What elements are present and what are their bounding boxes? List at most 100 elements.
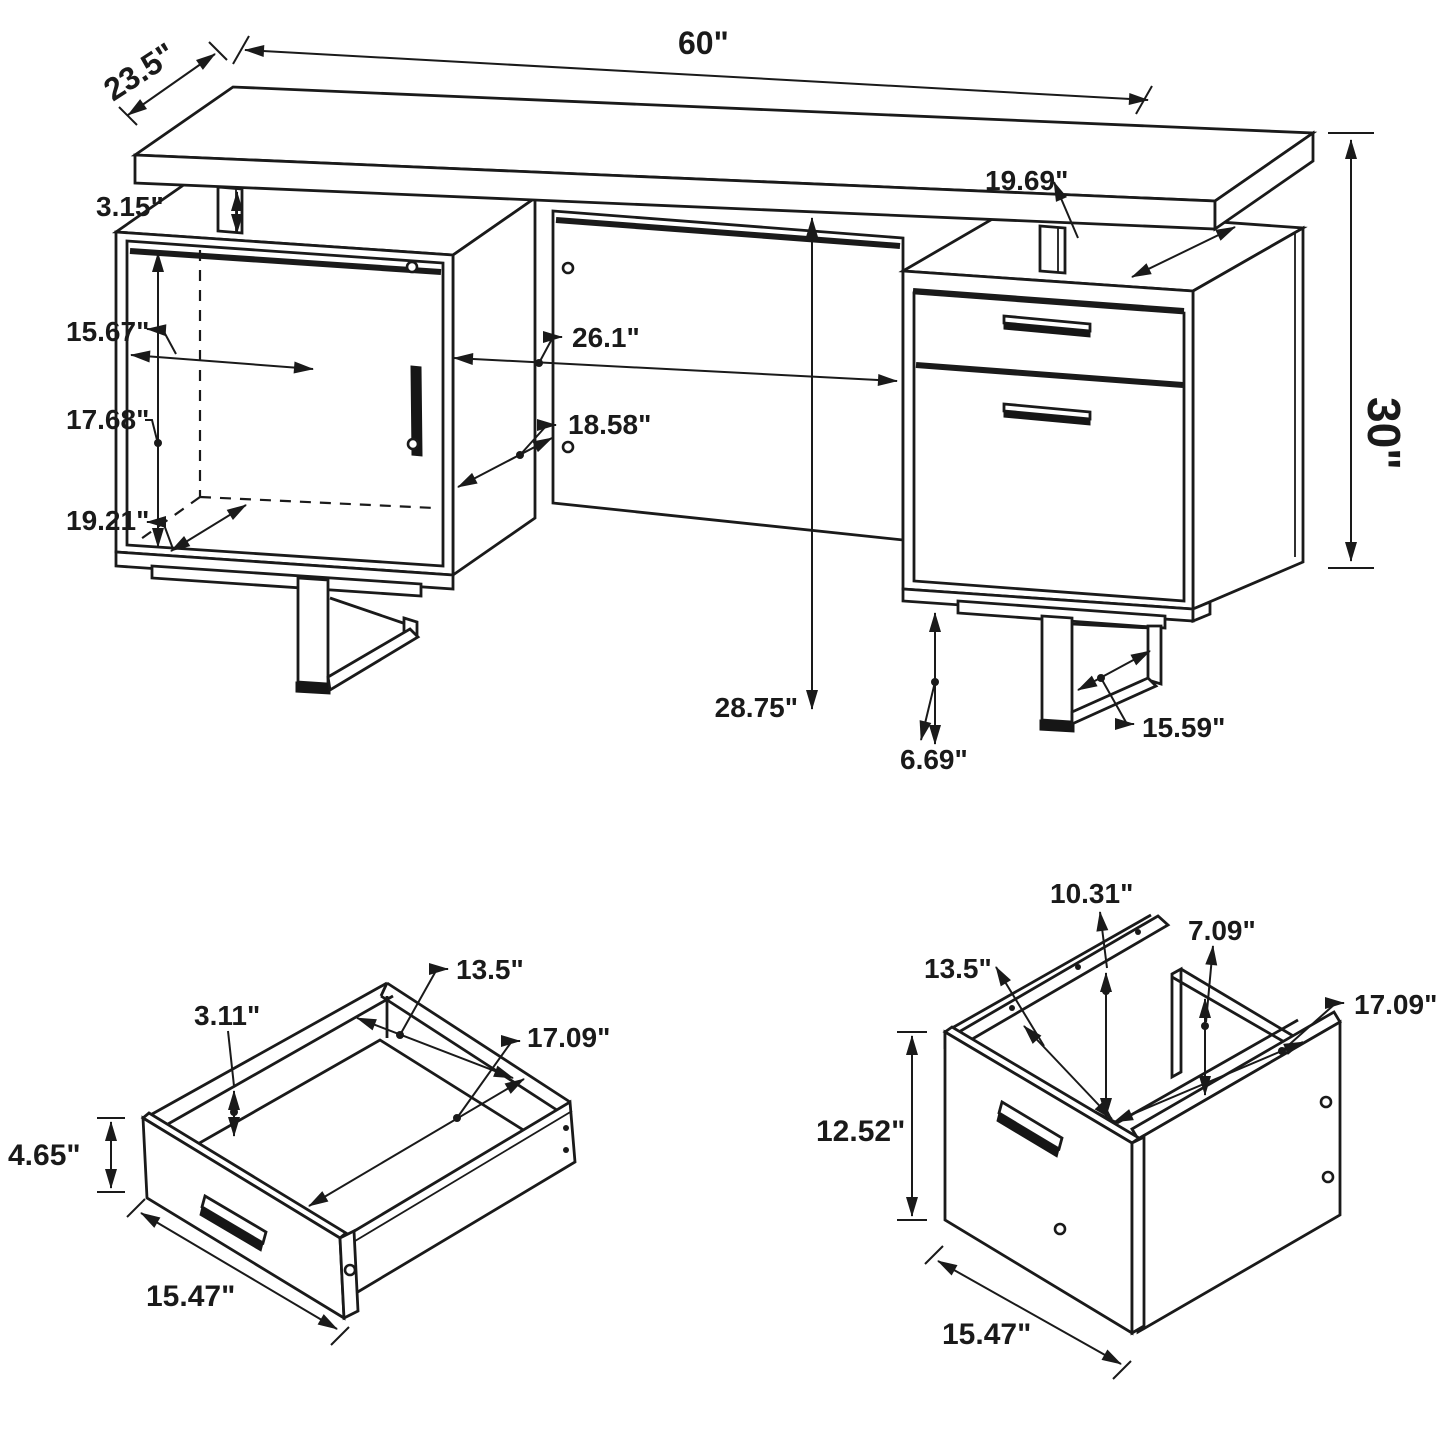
- right-pedestal-side-face: [1191, 225, 1305, 612]
- dim-label-top-gap: 3.15": [96, 191, 164, 222]
- drawer-divider: [915, 362, 1184, 388]
- panel-screw-hole: [1135, 929, 1141, 935]
- dim-tick: [232, 35, 250, 65]
- right-pedestal-top-shadow: [912, 288, 1185, 314]
- leader-pedestal-top-depth: [1053, 181, 1079, 239]
- file-back-panel-top: [1180, 967, 1301, 1042]
- right-pedestal-inner-frame: [912, 291, 1186, 603]
- dim-label-clearance-height: 28.75": [715, 692, 798, 723]
- dim-tick: [1135, 85, 1153, 115]
- dim-line-interior-width: [356, 1017, 514, 1079]
- leader-foot-length: [1100, 677, 1135, 730]
- dim-label-file-front-width: 15.47": [942, 1318, 1031, 1351]
- hidden-interior-corner-edge: [137, 496, 201, 542]
- dim-tick: [1112, 1360, 1132, 1380]
- dim-line-file-interior-width: [1023, 1025, 1113, 1120]
- dim-label-front-width: 15.47": [146, 1280, 235, 1313]
- file-back-panel-top-inner: [1171, 975, 1294, 1049]
- dim-label-overall-height: 30": [1358, 397, 1410, 470]
- door-screw-hole: [406, 437, 420, 451]
- small-drawer-figure: 13.5" 17.09" 3.11" 4.65" 15.47": [8, 954, 610, 1346]
- dim-line-file-front-width: [937, 1260, 1122, 1365]
- dim-tick: [208, 41, 228, 61]
- cap-screw-hole: [343, 1263, 357, 1277]
- side-screw-hole: [1319, 1095, 1333, 1109]
- dim-tick: [924, 1245, 944, 1265]
- leader-file-interior-depth: [1281, 997, 1345, 1052]
- dim-line-interior-depth: [308, 1078, 525, 1207]
- dim-label-foot-length: 15.59": [1142, 712, 1225, 743]
- dim-label-file-interior-depth: 17.09": [1354, 989, 1437, 1020]
- panel-screw-hole: [1075, 964, 1081, 970]
- left-leg-foot-cap: [295, 681, 331, 695]
- dim-line-front-width: [140, 1212, 338, 1330]
- dim-label-interior-depth: 17.09": [527, 1022, 610, 1053]
- file-back-left-rim: [944, 913, 1152, 1034]
- dim-label-back-height: 7.09": [1188, 915, 1256, 946]
- right-connector-post: [1038, 224, 1067, 275]
- dim-label-back-clearance: 3.11": [194, 1000, 260, 1031]
- left-leg-post: [296, 576, 330, 686]
- dim-label-side-height: 10.31": [1050, 878, 1133, 909]
- drawer-right-side-panel: [344, 1099, 577, 1299]
- dim-label-front-height: 4.65": [8, 1139, 81, 1172]
- leader-cabinet-depth: [146, 516, 174, 550]
- leader-interior-depth: [456, 1035, 521, 1119]
- dim-label-interior-width: 13.5": [456, 954, 524, 985]
- leader-dot: [1201, 1022, 1209, 1030]
- drawer-back-left-rim-inner: [160, 994, 394, 1130]
- leader-dot: [1102, 987, 1110, 995]
- left-pedestal-side-face: [451, 195, 537, 578]
- modesty-panel-top-shadow: [555, 217, 901, 249]
- file-handle-shadow: [996, 1112, 1060, 1158]
- leader-interior-width: [399, 963, 449, 1036]
- leader-dot: [154, 439, 162, 447]
- side-screw-hole: [563, 1125, 569, 1131]
- dim-label-cabinet-width: 15.67": [66, 316, 149, 347]
- file-back-panel-edge: [1170, 966, 1183, 1080]
- panel-screw-hole: [561, 440, 575, 454]
- dim-tick: [330, 1326, 350, 1346]
- leader-leg-height: [919, 681, 936, 741]
- dim-label-file-front-height: 12.52": [816, 1115, 905, 1148]
- dim-label-pedestal-top-depth: 19.69": [985, 165, 1068, 196]
- dim-line-top-width: [244, 45, 1149, 105]
- leader-panel-diagonal: [519, 419, 557, 456]
- leader-knee-space: [538, 331, 563, 364]
- drawer-back-left-rim: [144, 981, 388, 1120]
- dim-label-cabinet-height: 17.68": [66, 404, 149, 435]
- leader-dot: [230, 1108, 238, 1116]
- left-pedestal-front-face: [114, 230, 455, 577]
- left-connector-post: [216, 185, 244, 235]
- dim-line-file-interior-depth: [1113, 1041, 1304, 1123]
- right-pedestal-plinth: [956, 599, 1167, 630]
- side-screw-hole: [1321, 1170, 1335, 1184]
- front-screw-hole: [1053, 1222, 1067, 1236]
- dim-tick: [118, 106, 138, 126]
- dim-label-cabinet-depth: 19.21": [66, 505, 149, 536]
- dim-line-foot-length: [1077, 650, 1151, 691]
- panel-screw-hole: [1009, 1005, 1015, 1011]
- dim-label-leg-height: 6.69": [900, 744, 968, 775]
- leader-side-height: [1096, 911, 1109, 969]
- file-drawer-handle-shadow: [1003, 410, 1091, 426]
- left-leg-loop-top: [329, 596, 407, 626]
- side-screw-hole: [563, 1147, 569, 1153]
- rim-corner-edge: [379, 982, 389, 997]
- left-door-top-shadow: [129, 248, 442, 275]
- dim-label-file-interior-width: 13.5": [924, 953, 992, 984]
- dim-label-top-width: 60": [678, 25, 729, 61]
- right-leg-back-stub: [1146, 624, 1163, 686]
- modesty-panel: [551, 209, 905, 542]
- file-front-panel-end-cap: [1130, 1134, 1146, 1336]
- left-leg-runner: [326, 627, 421, 693]
- right-leg-loop-top: [1071, 622, 1151, 630]
- leader-back-clearance: [227, 1030, 235, 1087]
- dim-line-panel-diagonal: [457, 437, 553, 488]
- dim-tick: [126, 1198, 146, 1218]
- leader-cabinet-height: [145, 419, 158, 441]
- dim-label-knee-space: 26.1": [572, 322, 640, 353]
- right-leg-post: [1040, 614, 1074, 724]
